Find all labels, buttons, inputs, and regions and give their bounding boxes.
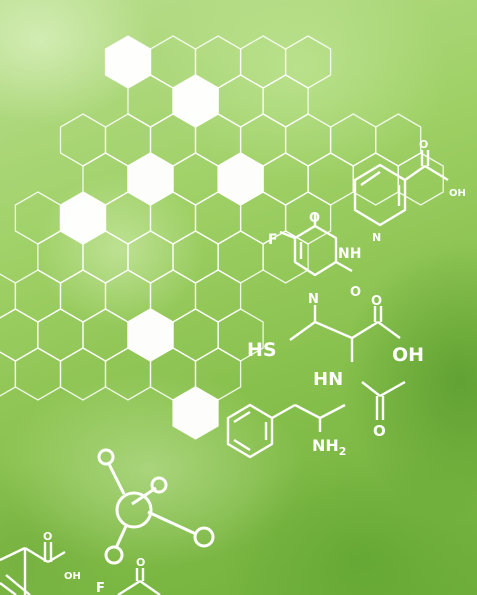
chain-bond [139,580,161,595]
chain-bond [319,403,346,420]
nh2-label: NH2 [312,436,346,458]
chain-bond [294,403,321,420]
chain-bond [379,380,406,398]
benzene-inner-bond [233,438,251,452]
bottom-f-label: F [96,581,105,595]
hexagon-outline [375,113,422,167]
hexagon-filled [217,152,264,206]
hexagon-outline [262,74,309,128]
hexagon-filled [127,308,174,362]
atom [97,448,115,466]
hexagon-outline [262,230,309,284]
hexagon-outline [0,351,17,397]
chain-bond [314,320,353,340]
atom [193,526,215,548]
hexagon-grid [0,35,444,440]
bottom-oh-label: OH [64,571,81,582]
hexagon-filled [172,74,219,128]
acid-bond [404,165,426,181]
nicotinic-acid-molecule [353,150,449,227]
hexagon-filled [127,152,174,206]
hn-label: HN [313,369,343,390]
hexagon-outline [37,308,84,362]
double-bond [5,574,31,595]
hexagon-filled [59,191,107,245]
ball-and-stick-molecule [97,448,215,565]
hexagon-outline [307,152,354,206]
bottom-o-label: O [43,530,52,543]
hexagon-outline [262,152,309,206]
hexagon-outline [172,308,219,362]
o-top-label: O [309,211,320,226]
hexagon-outline [217,230,264,284]
hexagon-outline [397,152,444,206]
nh2-subscript: 2 [339,445,347,458]
bottom-left-molecule [0,542,161,595]
carbonyl-bond [335,260,353,273]
hexagon-outline [352,152,399,206]
hexagon-outline [217,74,264,128]
hexagon-outline [59,113,107,167]
pyridine-ring [353,163,407,227]
hexagon-outline [329,113,377,167]
chain-bond [361,381,381,397]
chain-bond [289,321,316,341]
acid-oh-label: OH [392,344,424,366]
atom [104,545,124,565]
nicotinic-o-label: O [419,138,428,151]
hexagon-outline [82,308,129,362]
chain-bond [351,320,379,340]
hexagon-outline [0,273,17,319]
bottom-o2-label: O [136,556,145,569]
acid-bond [424,164,449,182]
chain-bond [0,546,26,562]
hexagon-filled [172,386,219,440]
double-bond [0,582,17,595]
hexagon-outline [127,230,174,284]
hexagon-outline [14,347,62,401]
hexagon-outline [172,152,219,206]
hexagon-outline [239,35,287,89]
hexagon-outline [14,191,62,245]
chain-bond [377,321,401,339]
hexagon-outline [172,230,219,284]
sh-label: HS [247,339,277,361]
hexagon-outline [59,347,107,401]
hexagon-outline [284,113,332,167]
atom [150,476,168,494]
o-ring-label: O [350,285,361,300]
stick [114,525,128,549]
chain-bond [271,403,296,420]
amide-o-label: O [373,422,386,440]
ring-inner-bond [360,171,381,186]
hexagon-outline [194,269,242,323]
fluorouracil-molecule [279,212,353,277]
stick [106,461,126,495]
stick [147,510,197,536]
benzene-inner-bond [233,410,251,424]
hexagon-outline [0,308,39,362]
nicotinic-oh-label: OH [449,188,466,199]
atom-center [115,491,153,529]
acid-o-label: O [371,294,382,309]
nicotinic-n-label: N [372,231,381,244]
fluoro-bond [279,230,296,240]
nh-label: NH [338,246,361,262]
hexagon-outline [59,269,107,323]
hexagon-filled [104,35,152,89]
hexagon-outline [284,35,332,89]
acetylcysteine-molecule [289,305,406,420]
fluoro-label: F [268,232,278,248]
phenylpropylamine-molecule [226,403,346,459]
hexagon-outline [14,269,62,323]
chain-bond [117,579,141,595]
n-ring-label: N [308,292,319,307]
